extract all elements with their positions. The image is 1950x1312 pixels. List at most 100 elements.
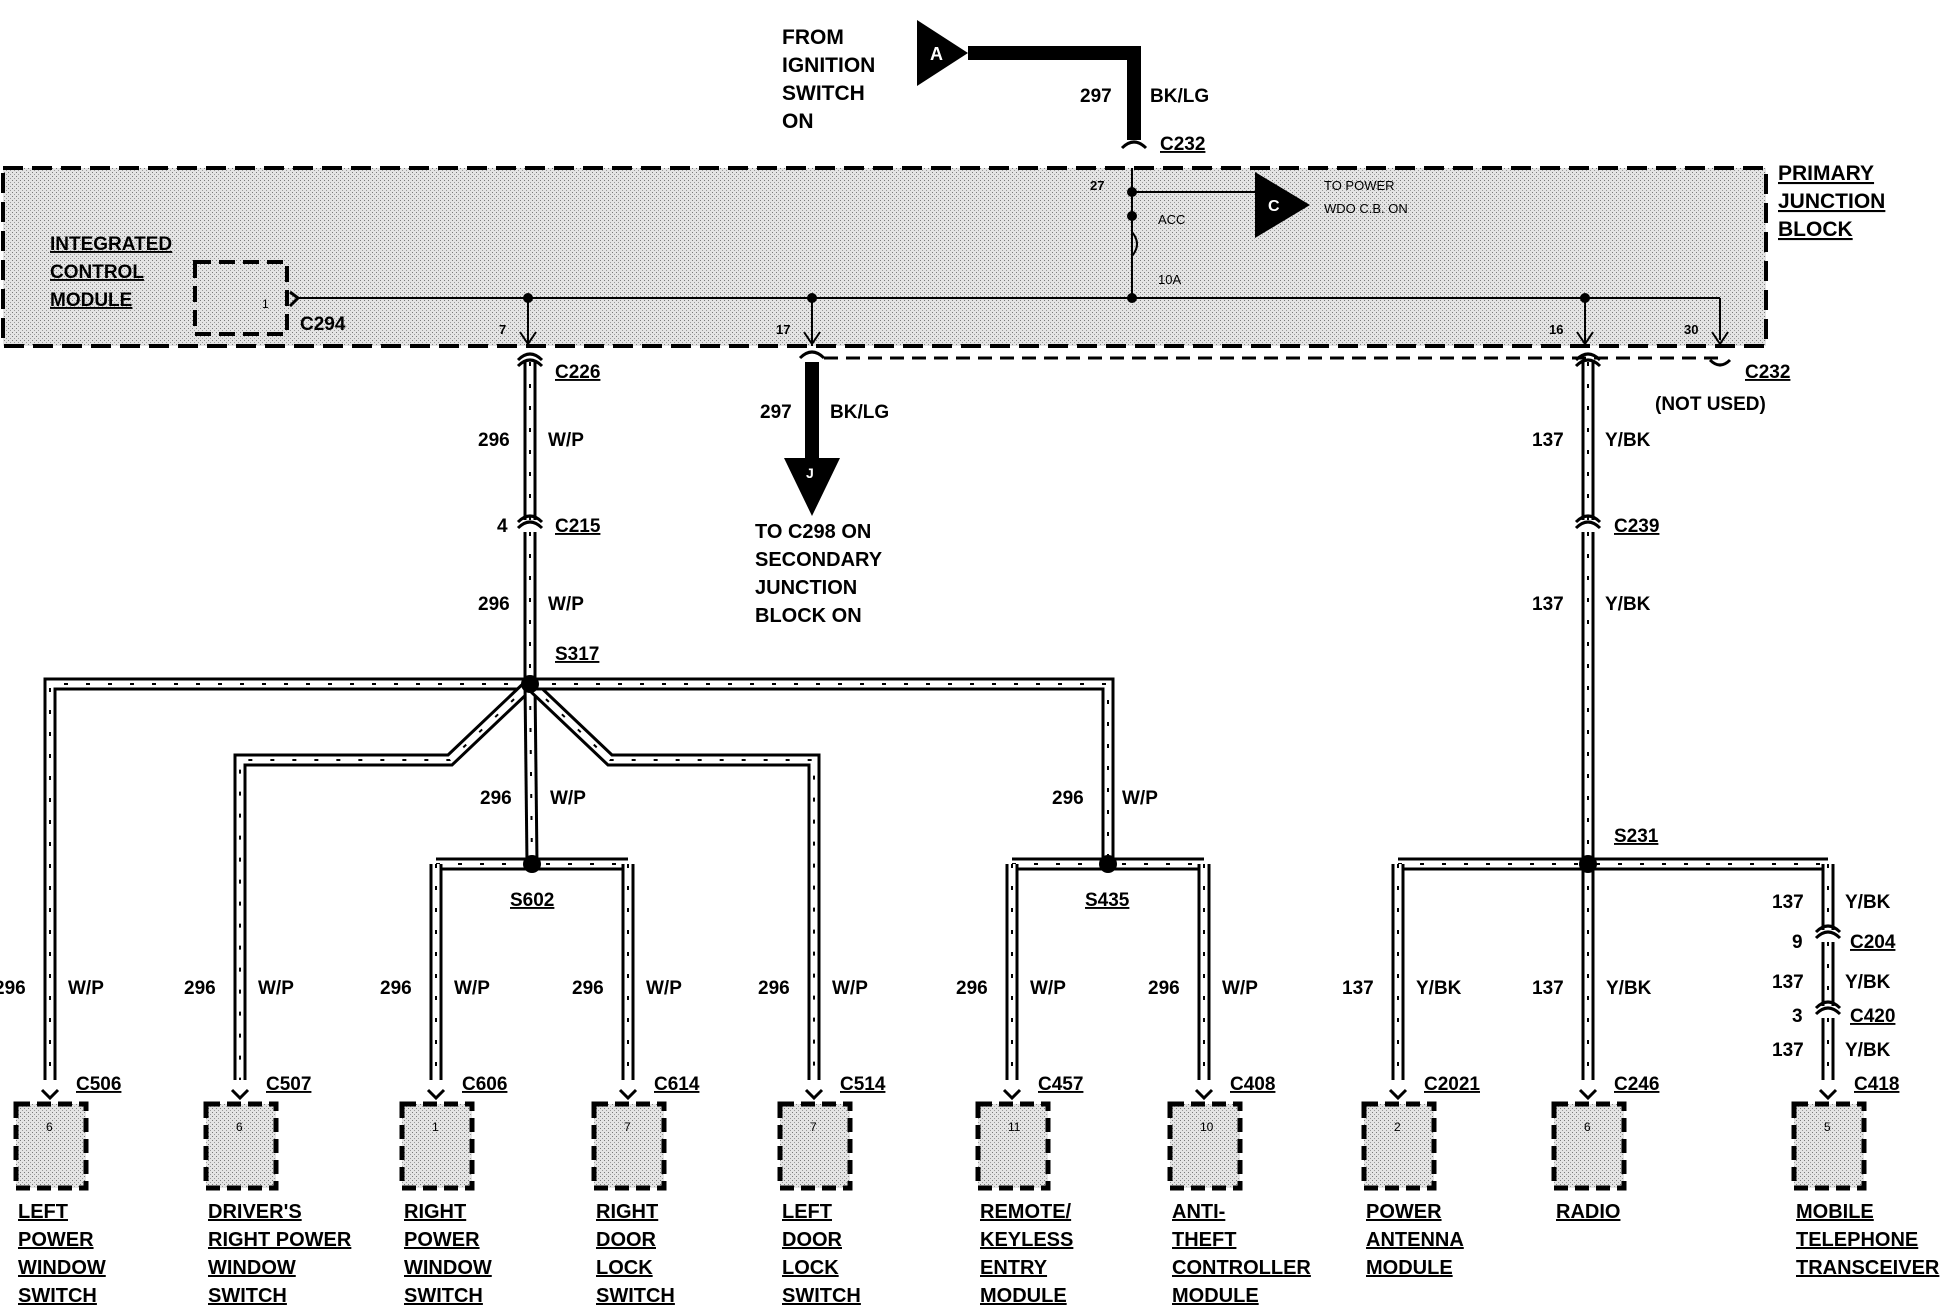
connector-c506: C506	[76, 1074, 121, 1095]
label-c506-line-4: SWITCH	[18, 1285, 97, 1307]
c239-connector	[1574, 514, 1602, 530]
connector-c246: C246	[1614, 1074, 1659, 1095]
s602-label: S602	[510, 890, 554, 911]
right-trunk-labels: C232 (NOT USED) 137 Y/BK C239 137 Y/BK S…	[1532, 362, 1790, 847]
connector-c606: C606	[462, 1074, 507, 1095]
source-a-connector	[917, 20, 1148, 150]
output-j-connector	[784, 350, 840, 516]
source-color: BK/LG	[1150, 86, 1209, 107]
label-c507-line-4: SWITCH	[208, 1285, 287, 1307]
right-circuit-1: 137	[1532, 430, 1564, 451]
pjb-pin-17: 17	[776, 322, 790, 337]
label-c408-line-3: CONTROLLER	[1172, 1257, 1311, 1279]
label-c514-line-1: LEFT	[782, 1201, 832, 1223]
source-letter: A	[930, 44, 943, 64]
mobile-color-1: Y/BK	[1845, 892, 1891, 913]
connector-c507: C507	[266, 1074, 311, 1095]
c232-right-label: C232	[1745, 362, 1790, 383]
to-power-line-2: WDO C.B. ON	[1324, 201, 1408, 216]
splice-s602-dot	[523, 855, 541, 873]
pin-c408: 10	[1200, 1120, 1214, 1134]
label-c2021-line-1: POWER	[1366, 1201, 1442, 1223]
label-c614-line-2: DOOR	[596, 1229, 657, 1251]
label-c506-line-2: POWER	[18, 1229, 94, 1251]
not-used-label: (NOT USED)	[1655, 394, 1766, 415]
right-circuit-2: 137	[1532, 594, 1564, 615]
mobile-color-2: Y/BK	[1845, 972, 1891, 993]
label-c408-line-2: THEFT	[1172, 1229, 1236, 1251]
label-c408-line-4: MODULE	[1172, 1285, 1259, 1307]
pin-c457: 11	[1008, 1120, 1021, 1134]
label-c457-line-2: KEYLESS	[980, 1229, 1073, 1251]
wire-296-to-s602	[523, 683, 539, 865]
circuit-c506: 296	[0, 978, 26, 999]
trunk-circuit-2: 296	[478, 594, 510, 615]
wire-296-to-c507	[233, 679, 535, 1080]
trunk-color-1: W/P	[548, 430, 584, 451]
trunk-color-3: W/P	[550, 788, 586, 809]
source-line-4: ON	[782, 110, 814, 133]
source-line-1: FROM	[782, 26, 844, 49]
icm-line-3: MODULE	[50, 290, 132, 311]
integrated-control-module	[193, 260, 301, 336]
mobile-circuit-1: 137	[1772, 892, 1804, 913]
circuit-c246: 137	[1532, 978, 1564, 999]
color-c506: W/P	[68, 978, 104, 999]
color-c457: W/P	[1030, 978, 1066, 999]
mobile-circuit-3: 137	[1772, 1040, 1804, 1061]
c215-pin: 4	[497, 516, 508, 537]
j-color: BK/LG	[830, 402, 889, 423]
label-c418-line-2: TELEPHONE	[1796, 1229, 1918, 1251]
label-c408-line-1: ANTI-	[1172, 1201, 1225, 1223]
trunk-circuit-1: 296	[478, 430, 510, 451]
label-c514-line-3: LOCK	[782, 1257, 839, 1279]
label-c514-line-4: SWITCH	[782, 1285, 861, 1307]
connector-c457: C457	[1038, 1074, 1083, 1095]
pin-c606: 1	[432, 1120, 439, 1134]
primary-junction-block	[1, 166, 1768, 348]
c420-connector	[1814, 1000, 1842, 1016]
label-c457-line-1: REMOTE/	[980, 1201, 1072, 1223]
c204-connector	[1814, 924, 1842, 940]
pjb-pin-27: 27	[1090, 178, 1104, 193]
circuit-c2021: 137	[1342, 978, 1374, 999]
pin-c614: 7	[624, 1120, 631, 1134]
label-c614-line-4: SWITCH	[596, 1285, 675, 1307]
j-letter: J	[806, 465, 814, 481]
c226-label: C226	[555, 362, 600, 383]
to-power-line-1: TO POWER	[1324, 178, 1395, 193]
pin-c506: 6	[46, 1120, 53, 1134]
circuit-c507: 296	[184, 978, 216, 999]
label-c606-line-4: SWITCH	[404, 1285, 483, 1307]
pjb-title-3: BLOCK	[1778, 218, 1853, 241]
wire-296-to-c514	[525, 679, 821, 1080]
splice-s435-dot	[1099, 855, 1117, 873]
label-c418-line-1: MOBILE	[1796, 1201, 1874, 1223]
c420-pin: 3	[1792, 1006, 1803, 1027]
trunk-circuit-3: 296	[480, 788, 512, 809]
pjb-title-2: JUNCTION	[1778, 190, 1885, 213]
c239-label: C239	[1614, 516, 1659, 537]
pjb-labels: PRIMARY JUNCTION BLOCK 27 C TO POWER WDO…	[499, 162, 1885, 337]
label-c614-line-1: RIGHT	[596, 1201, 658, 1223]
source-label: FROM IGNITION SWITCH ON A 297 BK/LG C232	[782, 26, 1209, 155]
label-c606-line-3: WINDOW	[404, 1257, 492, 1279]
c215-connector	[516, 514, 544, 530]
pjb-pin-30: 30	[1684, 322, 1698, 337]
connector-c514: C514	[840, 1074, 886, 1095]
label-c2021-line-2: ANTENNA	[1366, 1229, 1464, 1251]
pin-c246: 6	[1584, 1120, 1591, 1134]
mobile-chain-labels: 137 Y/BK 9 C204 137 Y/BK 3 C420 137 Y/BK	[1772, 892, 1896, 1061]
color-c507: W/P	[258, 978, 294, 999]
middle-output-labels: 297 BK/LG J TO C298 ON SECONDARY JUNCTIO…	[755, 402, 889, 627]
c204-pin: 9	[1792, 932, 1803, 953]
circuit-c457: 296	[956, 978, 988, 999]
